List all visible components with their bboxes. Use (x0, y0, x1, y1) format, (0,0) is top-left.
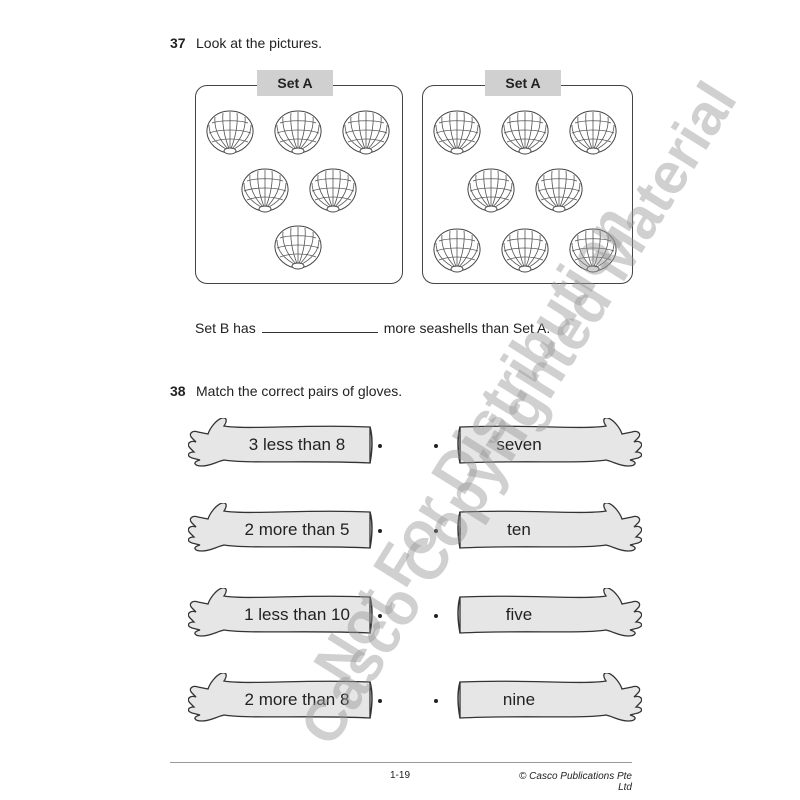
left-match-dot[interactable] (378, 699, 382, 703)
right-glove-label: ten (507, 520, 531, 539)
seashell-set-right (499, 107, 551, 157)
seashell-set-right (431, 107, 483, 157)
footer-divider (170, 762, 632, 763)
right-glove-label: nine (502, 690, 536, 709)
left-glove-label: 2 more than 5 (244, 520, 350, 539)
seashell-set-right (533, 165, 585, 215)
answer-blank[interactable] (261, 332, 378, 333)
question-37-sentence: Set B has more seashells than Set A. (195, 320, 550, 336)
right-match-dot[interactable] (434, 444, 438, 448)
question-38-number: 38 (170, 383, 186, 399)
sentence-before: Set B has (195, 320, 256, 336)
page-number: 1-19 (390, 770, 411, 781)
seashell-set-right (431, 225, 483, 275)
seashell-set-right (465, 165, 517, 215)
left-glove-label: 2 more than 8 (244, 690, 350, 709)
left-glove-label: 1 less than 10 (244, 605, 350, 624)
seashell-set-left (204, 107, 256, 157)
question-38-prompt: Match the correct pairs of gloves. (196, 383, 403, 399)
seashell-set-left (340, 107, 392, 157)
right-match-dot[interactable] (434, 614, 438, 618)
seashell-set-left (239, 165, 291, 215)
seashell-set-right (567, 107, 619, 157)
left-glove-label: 3 less than 8 (248, 435, 346, 454)
sentence-after: more seashells than Set A. (383, 320, 551, 336)
left-match-dot[interactable] (378, 614, 382, 618)
seashell-set-left (272, 222, 324, 272)
right-glove-label: five (505, 605, 533, 624)
set-left-label: Set A (257, 70, 333, 96)
set-right-label: Set A (485, 70, 561, 96)
right-glove-label: seven (496, 435, 542, 454)
left-match-dot[interactable] (378, 529, 382, 533)
seashell-set-left (307, 165, 359, 215)
seashell-set-left (272, 107, 324, 157)
question-37-prompt: Look at the pictures. (196, 35, 323, 51)
right-match-dot[interactable] (434, 699, 438, 703)
copyright: © Casco Publications Pte Ltd (519, 771, 632, 793)
right-match-dot[interactable] (434, 529, 438, 533)
question-37-number: 37 (170, 35, 186, 51)
left-match-dot[interactable] (378, 444, 382, 448)
